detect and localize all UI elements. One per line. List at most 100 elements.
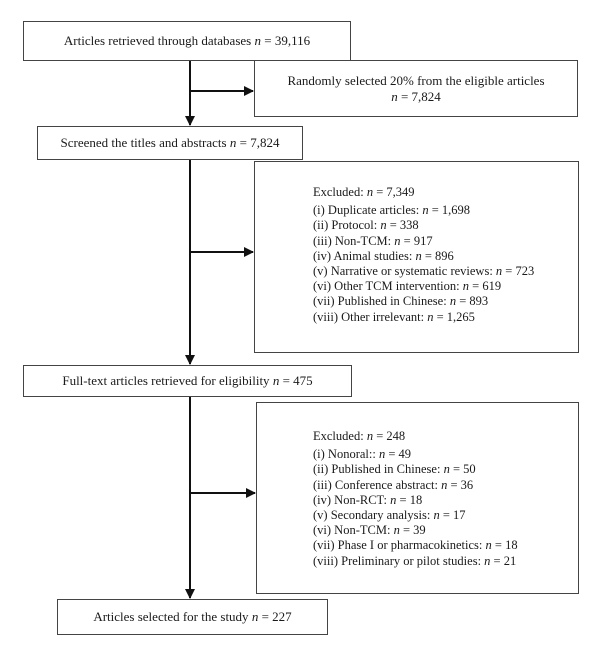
excluded-eligibility-box: Excluded: n = 248 (i) Nonoral:: n = 49 (… — [256, 402, 579, 594]
excluded-screening-box: Excluded: n = 7,349 (i) Duplicate articl… — [254, 161, 579, 353]
item-label: (vii) Phase I or pharmacokinetics: — [313, 538, 483, 553]
equals: = — [456, 294, 470, 309]
screened-box: Screened the titles and abstracts n = 7,… — [37, 126, 303, 160]
item-value: 1,265 — [446, 309, 475, 324]
item-label: (vi) Other TCM intervention: — [313, 279, 460, 294]
item-label: (iii) Conference abstract: — [313, 477, 438, 492]
item-value: 18 — [505, 538, 518, 553]
n-symbol: n — [433, 508, 440, 523]
n-symbol: n — [229, 135, 237, 150]
selected-label: Articles selected for the study — [93, 609, 249, 624]
list-item: (iv) Non-RCT: n = 18 — [313, 493, 518, 508]
item-value: 18 — [409, 492, 423, 507]
fulltext-text: Full-text articles retrieved for eligibi… — [62, 373, 312, 389]
selected-value: 227 — [272, 609, 292, 624]
list-item: (vi) Non-TCM: n = 39 — [313, 523, 518, 538]
n-symbol: n — [462, 279, 469, 294]
equals: = — [399, 523, 414, 538]
item-value: 1,698 — [441, 203, 471, 218]
item-value: 338 — [399, 218, 419, 233]
item-label: (ii) Published in Chinese: — [313, 462, 441, 477]
n-symbol: n — [380, 218, 387, 233]
n-symbol: n — [366, 185, 374, 199]
random-selection-box: Randomly selected 20% from the eligible … — [254, 60, 578, 117]
item-label: (viii) Preliminary or pilot studies: — [313, 553, 482, 568]
random-selection-line1: Randomly selected 20% from the eligible … — [287, 72, 545, 88]
selected-text: Articles selected for the study n = 227 — [93, 609, 291, 625]
item-label: (vii) Published in Chinese: — [313, 294, 447, 309]
n-symbol: n — [422, 203, 429, 218]
excluded-eligibility-head-label: Excluded: — [313, 429, 364, 443]
screened-label: Screened the titles and abstracts — [60, 135, 227, 150]
item-label: (vi) Non-TCM: — [313, 523, 391, 538]
equals: = — [433, 309, 447, 324]
retrieved-label: Articles retrieved through databases — [63, 33, 252, 48]
excluded-screening-head: Excluded: n = 7,349 — [313, 185, 534, 200]
fulltext-box: Full-text articles retrieved for eligibi… — [23, 365, 352, 397]
excluded-eligibility-list: Excluded: n = 248 (i) Nonoral:: n = 49 (… — [313, 429, 518, 569]
list-item: (iii) Non-TCM: n = 917 — [313, 234, 534, 249]
n-symbol: n — [366, 429, 374, 443]
excluded-eligibility-head-value: 248 — [386, 429, 406, 443]
random-selection-line2: n = 7,824 — [391, 89, 441, 105]
n-symbol: n — [441, 477, 448, 492]
n-symbol: n — [393, 523, 400, 538]
excluded-screening-list: Excluded: n = 7,349 (i) Duplicate articl… — [313, 185, 534, 325]
item-label: (iv) Animal studies: — [313, 248, 413, 263]
list-item: (viii) Other irrelevant: n = 1,265 — [313, 310, 534, 325]
item-value: 36 — [460, 477, 474, 492]
excluded-screening-head-label: Excluded: — [313, 185, 364, 199]
item-value: 17 — [453, 508, 466, 523]
list-item: (i) Duplicate articles: n = 1,698 — [313, 203, 534, 218]
equals: = — [373, 185, 387, 199]
n-symbol: n — [378, 447, 386, 462]
item-value: 50 — [463, 462, 476, 477]
selected-box: Articles selected for the study n = 227 — [57, 599, 328, 635]
fulltext-value: 475 — [293, 373, 313, 388]
equals: = — [502, 264, 516, 279]
item-label: (viii) Other irrelevant: — [313, 309, 425, 324]
equals: = — [258, 609, 273, 624]
equals: = — [449, 462, 464, 477]
item-label: (v) Secondary analysis: — [313, 508, 431, 523]
item-value: 723 — [515, 264, 535, 279]
n-symbol: n — [391, 88, 398, 104]
equals: = — [491, 538, 506, 553]
n-symbol: n — [254, 33, 261, 48]
excluded-screening-head-value: 7,349 — [386, 185, 415, 199]
item-value: 21 — [503, 553, 517, 568]
equals: = — [428, 203, 442, 218]
equals: = — [490, 553, 504, 568]
n-symbol: n — [390, 492, 397, 507]
list-item: (iv) Animal studies: n = 896 — [313, 249, 534, 264]
list-item: (v) Secondary analysis: n = 17 — [313, 508, 518, 523]
n-symbol: n — [415, 248, 422, 263]
equals: = — [385, 447, 399, 462]
equals: = — [439, 508, 454, 523]
equals: = — [386, 218, 400, 233]
list-item: (ii) Protocol: n = 338 — [313, 218, 534, 233]
equals: = — [397, 88, 412, 104]
n-symbol: n — [484, 553, 491, 568]
list-item: (v) Narrative or systematic reviews: n =… — [313, 264, 534, 279]
item-label: (ii) Protocol: — [313, 218, 378, 233]
item-value: 917 — [413, 233, 433, 248]
item-label: (iii) Non-TCM: — [313, 233, 392, 248]
n-symbol: n — [394, 233, 401, 248]
equals: = — [236, 135, 251, 150]
screened-text: Screened the titles and abstracts n = 7,… — [61, 135, 280, 151]
item-label: (v) Narrative or systematic reviews: — [313, 264, 493, 279]
equals: = — [373, 429, 387, 443]
equals: = — [396, 492, 410, 507]
item-value: 39 — [413, 523, 426, 538]
equals: = — [279, 373, 294, 388]
equals: = — [469, 279, 483, 294]
equals: = — [260, 33, 275, 48]
item-label: (i) Nonoral:: — [313, 447, 376, 462]
list-item: (vii) Phase I or pharmacokinetics: n = 1… — [313, 538, 518, 553]
n-symbol: n — [251, 609, 259, 624]
item-value: 896 — [435, 248, 454, 263]
excluded-eligibility-head: Excluded: n = 248 — [313, 429, 518, 444]
n-symbol: n — [449, 294, 457, 309]
